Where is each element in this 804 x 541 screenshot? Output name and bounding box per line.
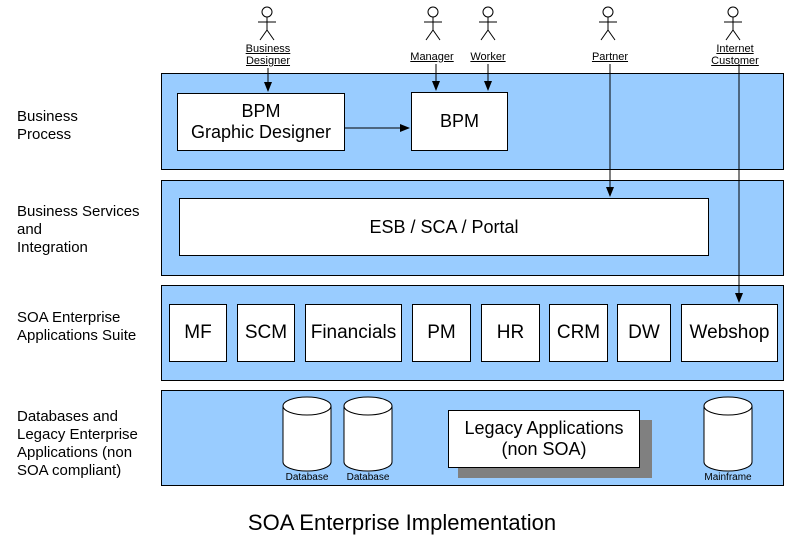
mainframe-cylinder bbox=[703, 396, 753, 472]
app-box-crm: CRM bbox=[549, 304, 608, 362]
app-box-pm: PM bbox=[412, 304, 471, 362]
worker-actor-icon bbox=[479, 6, 497, 41]
database-cylinder-2 bbox=[343, 396, 393, 472]
bpm-box: BPM bbox=[411, 92, 508, 151]
bpm-graphic-designer-box: BPM Graphic Designer bbox=[177, 93, 345, 151]
app-box-financials: Financials bbox=[305, 304, 402, 362]
database-label-2: Database bbox=[346, 472, 390, 483]
actor-label-partner: Partner bbox=[591, 51, 629, 63]
partner-actor-icon bbox=[599, 6, 617, 41]
database-label-1: Database bbox=[285, 472, 329, 483]
app-box-scm: SCM bbox=[237, 304, 295, 362]
manager-actor-icon bbox=[424, 6, 442, 41]
business-designer-actor-icon bbox=[258, 6, 276, 41]
actor-label-internet-customer: Internet Customer bbox=[711, 43, 759, 67]
app-box-mf: MF bbox=[169, 304, 227, 362]
mainframe-label: Mainframe bbox=[704, 472, 752, 483]
database-cylinder-1 bbox=[282, 396, 332, 472]
diagram-title: SOA Enterprise Implementation bbox=[247, 510, 557, 535]
legacy-applications-box: Legacy Applications (non SOA) bbox=[448, 410, 640, 468]
internet-customer-actor-icon bbox=[724, 6, 742, 41]
actor-label-worker: Worker bbox=[470, 51, 506, 63]
actor-label-manager: Manager bbox=[410, 51, 454, 63]
esb-sca-portal-box: ESB / SCA / Portal bbox=[179, 198, 709, 256]
app-box-dw: DW bbox=[617, 304, 671, 362]
layer-label-databases: Databases and Legacy Enterprise Applicat… bbox=[17, 408, 138, 479]
layer-label-soa-apps: SOA Enterprise Applications Suite bbox=[17, 309, 137, 344]
layer-label-business-services: Business Services and Integration bbox=[17, 203, 140, 256]
app-box-webshop: Webshop bbox=[681, 304, 778, 362]
app-box-hr: HR bbox=[481, 304, 540, 362]
layer-label-business-process: Business Process bbox=[17, 108, 78, 143]
actor-label-business-designer: Business Designer bbox=[245, 43, 291, 67]
